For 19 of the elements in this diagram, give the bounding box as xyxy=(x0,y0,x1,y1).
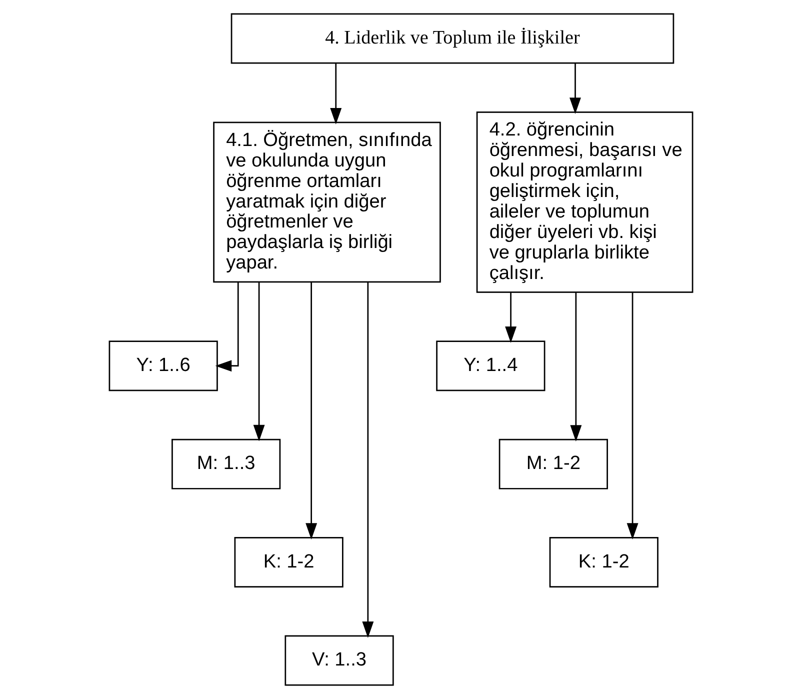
node-box: 4. Liderlik ve Toplum ile İlişkiler xyxy=(230,13,674,64)
arrow xyxy=(626,292,638,540)
node-box: Y: 1..6 xyxy=(108,340,218,392)
arrow xyxy=(569,63,580,114)
node-box: K: 1-2 xyxy=(548,537,658,588)
arrow xyxy=(214,282,238,372)
node-box: M: 1..3 xyxy=(171,438,280,490)
node-box: Y: 1..4 xyxy=(436,340,545,392)
arrow xyxy=(504,292,516,343)
node-box: V: 1..3 xyxy=(284,635,394,686)
node-box: K: 1-2 xyxy=(234,537,343,588)
arrow xyxy=(252,282,264,442)
arrow xyxy=(362,282,374,638)
arrow xyxy=(305,282,317,540)
node-box: 4.2. öğrencinin öğrenmesi, başarısı ve okul programlarını geliştirmek için, aileler ve toplumun diğer üyeleri vb. kişi ve gruplarla birlikte çalışır. xyxy=(476,112,693,293)
node-box: 4.1. Öğretmen, sınıfında ve okulunda uygun öğrenme ortamları yaratmak için diğer öğretmenler ve paydaşlarla iş birliği yapar. xyxy=(212,122,440,283)
arrow xyxy=(330,63,342,124)
node-box: M: 1-2 xyxy=(498,438,608,490)
arrow xyxy=(570,292,582,442)
